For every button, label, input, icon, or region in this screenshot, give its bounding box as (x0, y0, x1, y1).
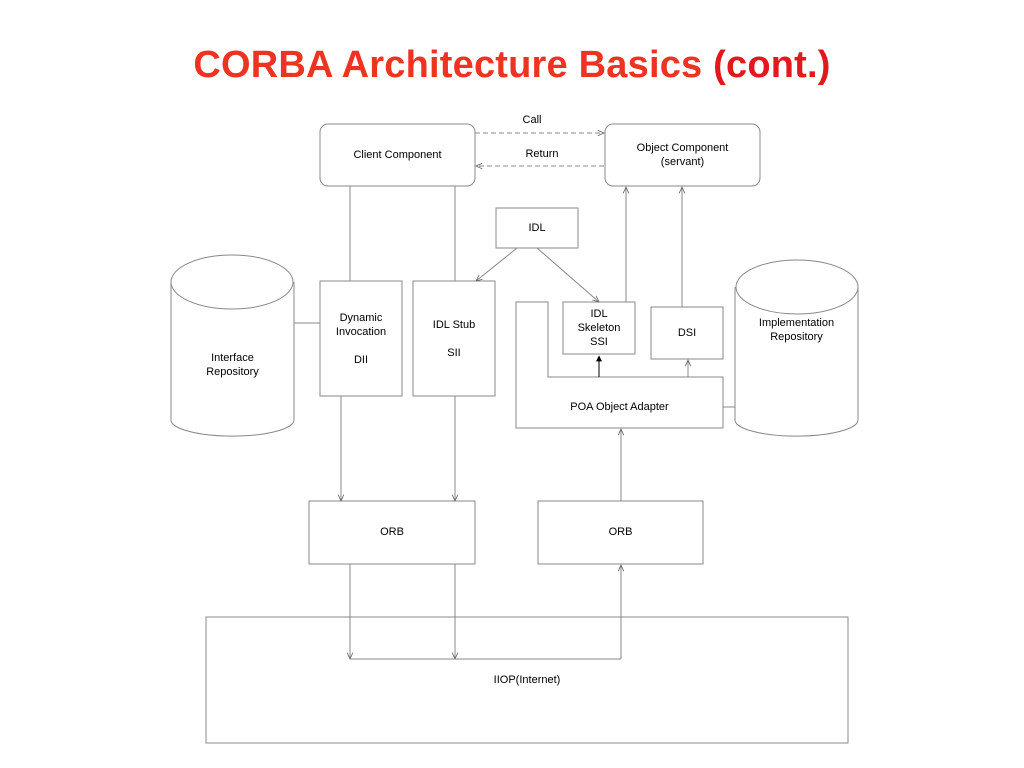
object-component-box (604, 123, 761, 187)
idl-stub-label: IDL Stub SII (432, 319, 476, 359)
dsi-label: DSI (677, 327, 697, 339)
client-component-label: Client Component (353, 149, 442, 161)
object-component-label: Object Component (servant) (636, 142, 729, 168)
iiop-label: IIOP(Internet) (493, 674, 561, 686)
poa-box (515, 301, 724, 429)
implementation-repository-label: Implementation Repository (758, 317, 835, 343)
call-label: Call (522, 114, 542, 126)
implementation-repository-cylinder (734, 259, 859, 437)
orb-left-label: ORB (380, 526, 404, 538)
iiop-box (205, 616, 849, 744)
orb-right-label: ORB (608, 526, 633, 538)
dynamic-invocation-label: Dynamic Invocation DII (335, 312, 387, 366)
slide-title-main: CORBA Architecture Basics (193, 44, 714, 86)
idl-label: IDL (528, 222, 546, 234)
return-label: Return (525, 148, 559, 160)
idl-to-skeleton-arrow (536, 247, 599, 302)
idl-stub-box (412, 280, 496, 397)
dynamic-invocation-box (319, 280, 403, 397)
interface-repository-cylinder (170, 254, 295, 437)
orb-left-box (308, 500, 476, 565)
poa-label: POA Object Adapter (570, 401, 669, 413)
slide-title-suffix: (cont.) (713, 44, 831, 86)
idl-skeleton-label: IDL Skeleton SSI (577, 308, 621, 348)
client-component-box (319, 123, 476, 187)
dsi-box (650, 306, 724, 360)
idl-to-stub-arrow (476, 247, 518, 281)
interface-repository-label: Interface Repository (206, 352, 259, 378)
slide-title: CORBA Architecture Basics (cont.) (0, 44, 1024, 87)
